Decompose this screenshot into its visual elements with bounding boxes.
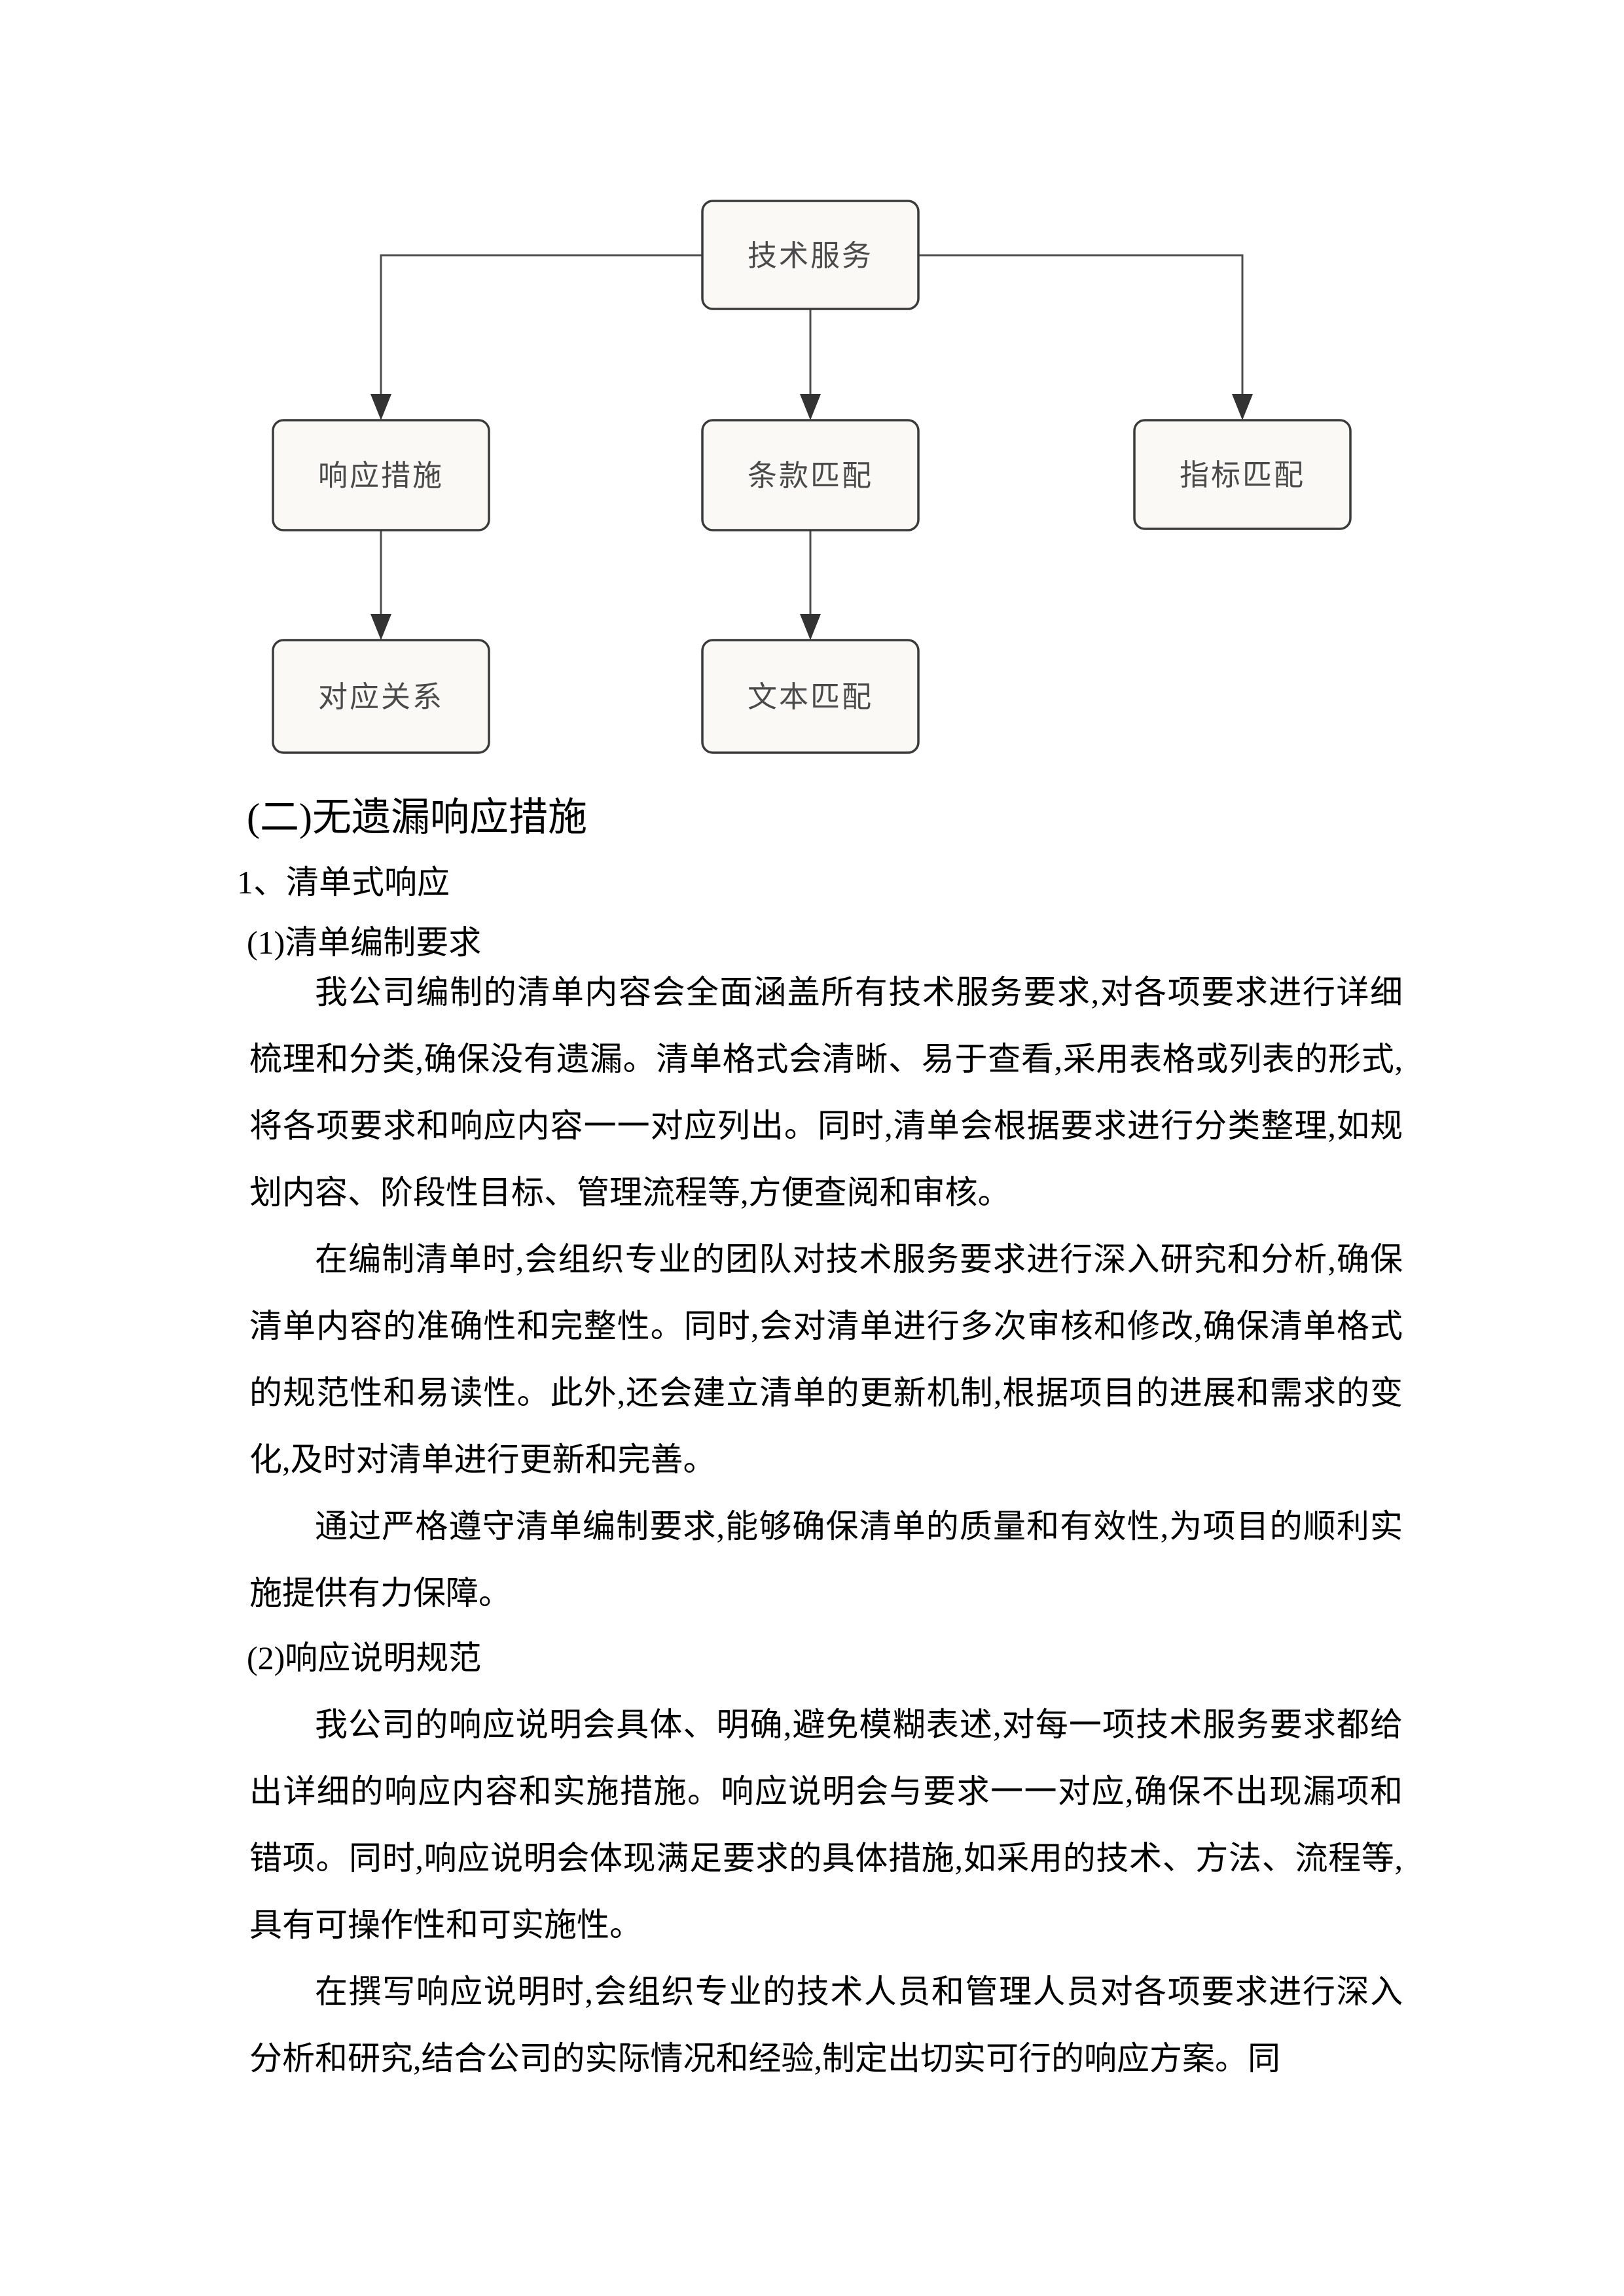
paragraph-4: 我公司的响应说明会具体、明确,避免模糊表述,对每一项技术服务要求都给出详细的响应… — [249, 1706, 1403, 1943]
paragraph-5: 在撰写响应说明时,会组织专业的技术人员和管理人员对各项要求进行深入分析和研究,结… — [249, 1973, 1403, 2077]
node-clause-match-label: 条款匹配 — [748, 459, 873, 492]
node-indicator-match-label: 指标匹配 — [1180, 459, 1305, 492]
paragraph-group-3: 在撰写响应说明时,会组织专业的技术人员和管理人员对各项要求进行深入分析和研究,结… — [249, 1958, 1403, 2092]
node-indicator-match-box — [1133, 419, 1352, 530]
node-tech-service-label: 技术服务 — [748, 240, 873, 272]
edge-tech-to-response — [380, 254, 702, 398]
sub-heading-list-style-response: 1、清单式响应 — [237, 864, 450, 901]
node-correspondence-label: 对应关系 — [318, 681, 444, 713]
paragraph-group-1: 我公司编制的清单内容会全面涵盖所有技术服务要求,对各项要求进行详细梳理和分类,确… — [249, 959, 1403, 1626]
paragraph-3: 通过严格遵守清单编制要求,能够确保清单的质量和有效性,为项目的顺利实施提供有力保… — [249, 1508, 1403, 1611]
arrowhead-clause — [800, 394, 821, 420]
node-clause-match-box — [701, 419, 920, 531]
paragraph-2: 在编制清单时,会组织专业的团队对技术服务要求进行深入研究和分析,确保清单内容的准… — [249, 1241, 1403, 1478]
section-heading: (二)无遗漏响应措施 — [247, 796, 587, 839]
node-correspondence-box — [272, 639, 490, 754]
item-heading-list-compilation-requirements: (1)清单编制要求 — [247, 924, 482, 961]
paragraph-group-2: 我公司的响应说明会具体、明确,避免模糊表述,对每一项技术服务要求都给出详细的响应… — [249, 1691, 1403, 1958]
node-response-measures-label: 响应措施 — [318, 459, 444, 492]
arrowhead-response — [370, 394, 391, 420]
node-text-match-box — [701, 639, 920, 754]
node-text-match-label: 文本匹配 — [748, 681, 873, 713]
edge-tech-to-indicator — [918, 254, 1244, 398]
arrowhead-correspondence — [370, 614, 391, 640]
flowchart-diagram: 技术服务 响应措施 条款匹配 指标匹配 对应关系 文本匹配 — [272, 200, 1352, 754]
flowchart-nodes: 技术服务 响应措施 条款匹配 指标匹配 对应关系 文本匹配 — [272, 200, 1352, 754]
node-tech-service-box — [701, 200, 920, 310]
arrowhead-textmatch — [800, 614, 821, 640]
node-response-measures-box — [272, 419, 490, 531]
flowchart-edges — [370, 254, 1253, 640]
paragraph-1: 我公司编制的清单内容会全面涵盖所有技术服务要求,对各项要求进行详细梳理和分类,确… — [249, 974, 1403, 1211]
arrowhead-indicator — [1232, 394, 1253, 420]
item-heading-response-specification: (2)响应说明规范 — [247, 1640, 482, 1676]
